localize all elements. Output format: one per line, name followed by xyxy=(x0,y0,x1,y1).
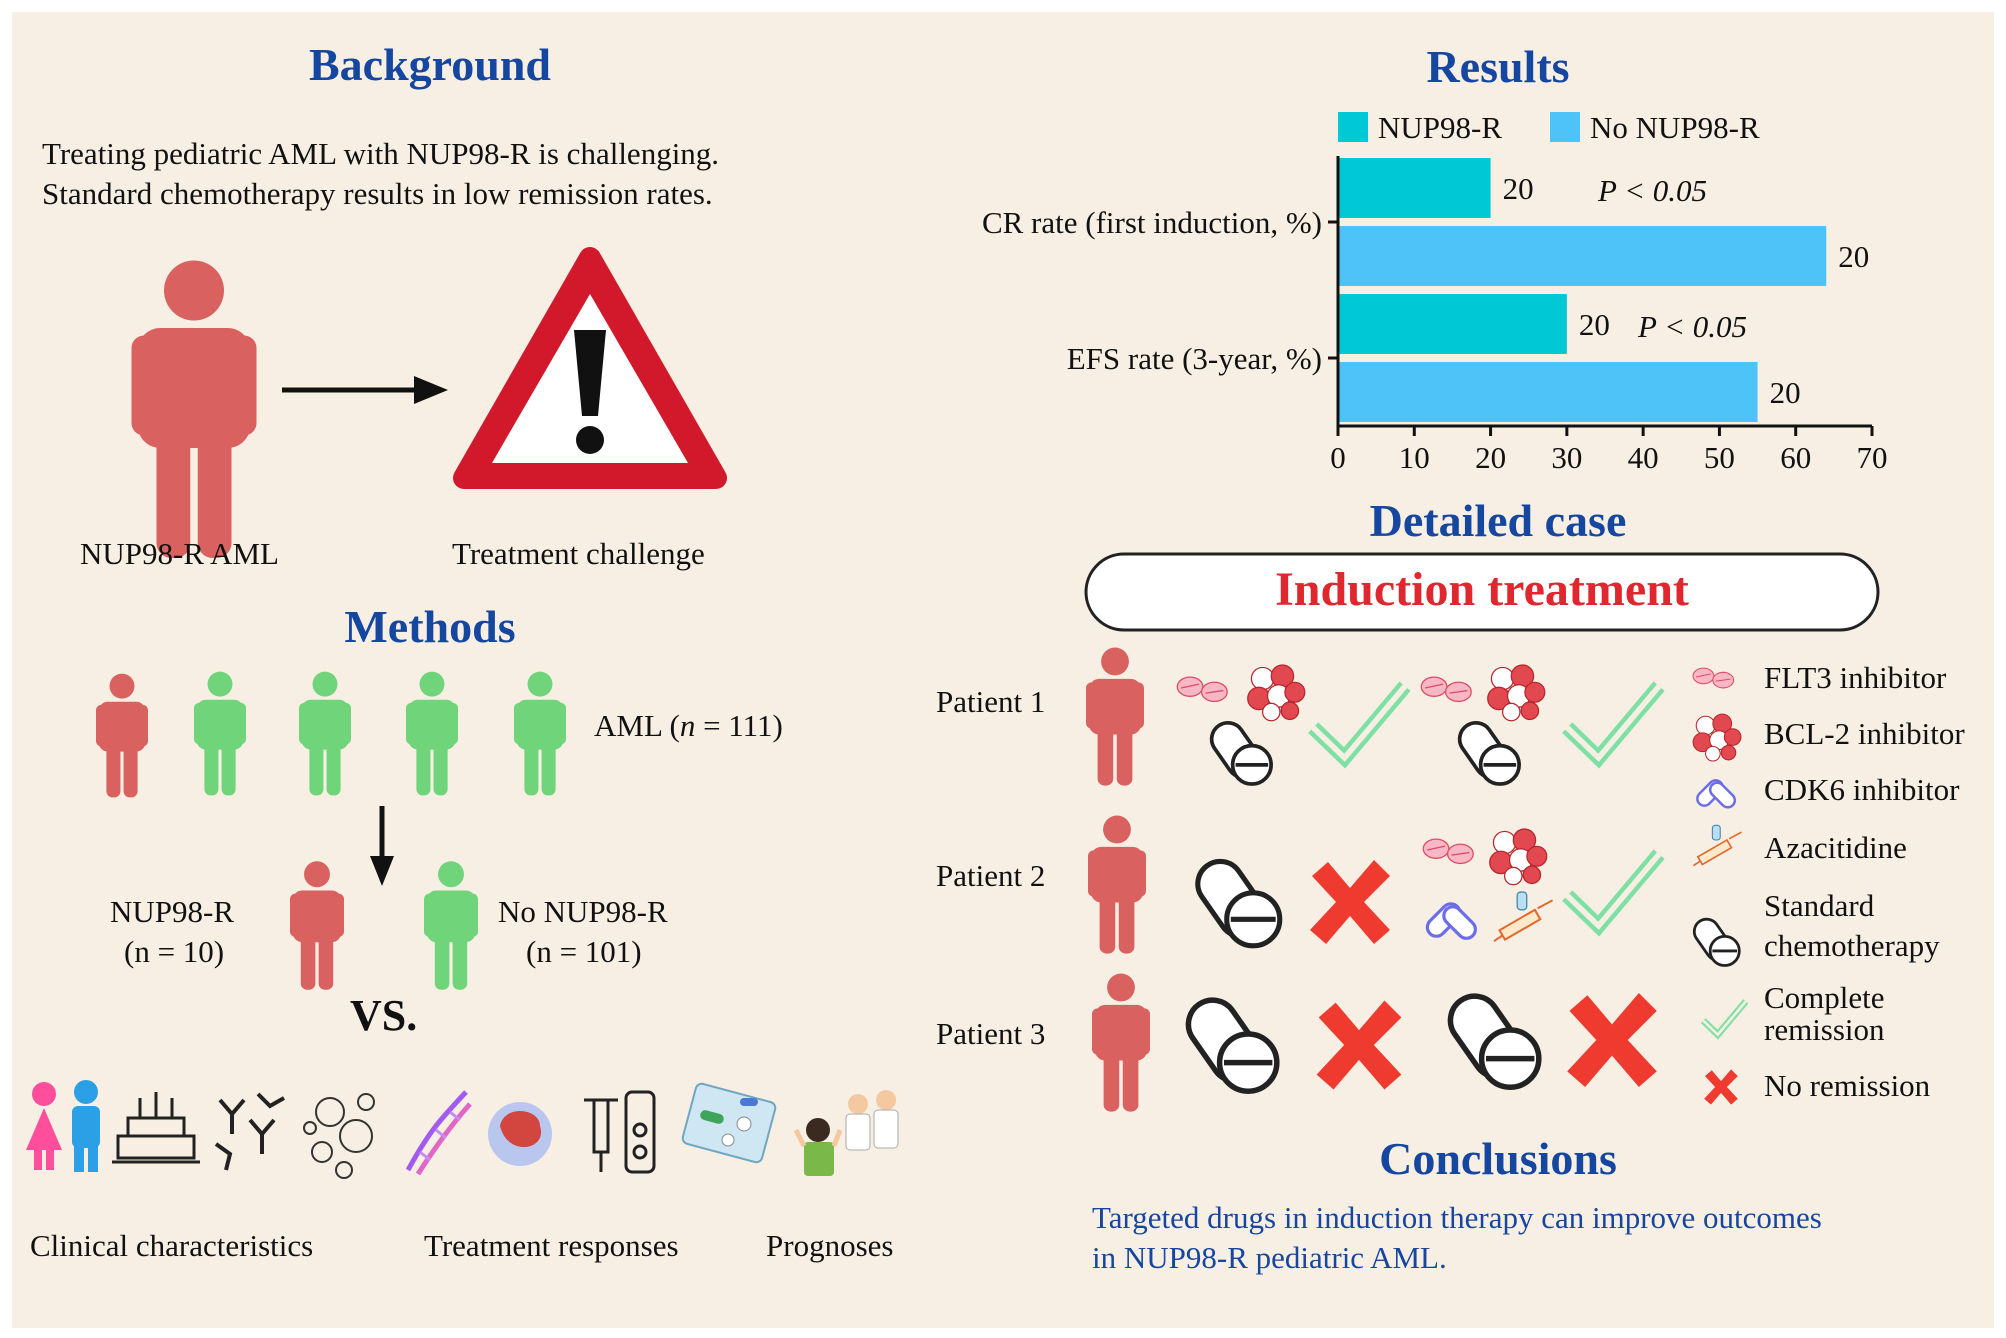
cells-icon xyxy=(303,1093,375,1179)
antibody-icon xyxy=(214,1092,285,1171)
p-value-2: P < 0.05 xyxy=(1637,309,1747,344)
cell-nucleus-icon xyxy=(488,1102,552,1166)
data-label-1-1: 20 xyxy=(1503,171,1534,206)
bar-1-1 xyxy=(1338,158,1491,218)
x-tick-label-4: 30 xyxy=(1551,440,1582,475)
category-clinical: Clinical characteristics xyxy=(30,1228,314,1263)
data-label-1-2: 20 xyxy=(1579,307,1610,342)
legend-cdk6: CDK6 inhibitor xyxy=(1764,772,1960,807)
legend-label-1: NUP98-R xyxy=(1378,110,1502,145)
dna-icon xyxy=(405,1090,472,1176)
results-heading: Results xyxy=(1426,41,1570,92)
legend-bcl2: BCL-2 inhibitor xyxy=(1764,716,1965,751)
legend-swatch-2 xyxy=(1550,112,1580,142)
group1-name: NUP98-R xyxy=(110,894,235,929)
conclusions-heading: Conclusions xyxy=(1379,1133,1617,1184)
treatment-challenge-label: Treatment challenge xyxy=(452,536,705,571)
conclusion-line-1: Targeted drugs in induction therapy can … xyxy=(1092,1200,1822,1235)
cake-icon xyxy=(112,1092,200,1164)
conclusion-line-2: in NUP98-R pediatric AML. xyxy=(1092,1240,1447,1275)
legend-swatch-1 xyxy=(1338,112,1368,142)
background-line-1: Treating pediatric AML with NUP98-R is c… xyxy=(42,136,720,171)
aml-cohort-label: AML (n = 111) xyxy=(594,708,783,744)
legend-standard: Standard xyxy=(1764,888,1875,923)
cohort-prefix: AML ( xyxy=(594,708,680,743)
x-tick-label-1: 0 xyxy=(1330,440,1346,475)
x-tick-label-3: 20 xyxy=(1475,440,1506,475)
x-tick-label-8: 70 xyxy=(1857,440,1888,475)
medicine-tray-icon xyxy=(681,1082,777,1164)
patient-3-label: Patient 3 xyxy=(936,1016,1046,1051)
category-treatment: Treatment responses xyxy=(424,1228,679,1263)
bar-chart: NUP98-R No NUP98-R 20 20 20 20 P < 0.05 P < 0.0… xyxy=(982,110,1888,475)
x-tick-label-6: 50 xyxy=(1704,440,1735,475)
left-panel xyxy=(12,12,942,1328)
background-heading: Background xyxy=(308,39,552,90)
legend-flt3: FLT3 inhibitor xyxy=(1764,660,1947,695)
nup98r-aml-label: NUP98-R AML xyxy=(80,536,279,571)
patient-2-label: Patient 2 xyxy=(936,858,1046,893)
data-label-2-1: 20 xyxy=(1838,239,1869,274)
category-label-2: EFS rate (3-year, %) xyxy=(1067,341,1322,376)
lab-tools-icon xyxy=(584,1090,656,1174)
category-label-1: CR rate (first induction, %) xyxy=(982,205,1322,240)
patient-1-label: Patient 1 xyxy=(936,684,1046,719)
bar-2-2 xyxy=(1338,362,1758,422)
group2-n: (n = 101) xyxy=(526,934,642,969)
case-heading: Detailed case xyxy=(1369,495,1627,546)
group1-n: (n = 10) xyxy=(124,934,225,969)
x-tick-label-7: 60 xyxy=(1780,440,1811,475)
induction-banner: Induction treatment xyxy=(1275,563,1689,616)
legend-remission: remission xyxy=(1764,1012,1885,1047)
category-prognoses: Prognoses xyxy=(766,1228,894,1263)
doctors-icon xyxy=(793,1090,899,1176)
cohort-n: n xyxy=(679,708,696,743)
legend-azacitidine: Azacitidine xyxy=(1764,830,1907,865)
cohort-count: = 111) xyxy=(695,708,783,743)
p-value-1: P < 0.05 xyxy=(1597,173,1707,208)
methods-heading: Methods xyxy=(344,601,516,652)
legend-complete: Complete xyxy=(1764,980,1885,1015)
x-tick-label-5: 40 xyxy=(1628,440,1659,475)
legend-no-remission: No remission xyxy=(1764,1068,1931,1103)
bar-2-1 xyxy=(1338,226,1827,286)
bar-1-2 xyxy=(1338,294,1567,354)
data-label-2-2: 20 xyxy=(1770,375,1801,410)
group2-name: No NUP98-R xyxy=(498,894,668,929)
x-tick-label-2: 10 xyxy=(1399,440,1430,475)
versus-label: VS. xyxy=(350,991,418,1040)
family-icon xyxy=(26,1080,100,1172)
legend-chemotherapy: chemotherapy xyxy=(1764,928,1940,963)
background-line-2: Standard chemotherapy results in low rem… xyxy=(42,176,713,211)
legend-label-2: No NUP98-R xyxy=(1590,110,1760,145)
